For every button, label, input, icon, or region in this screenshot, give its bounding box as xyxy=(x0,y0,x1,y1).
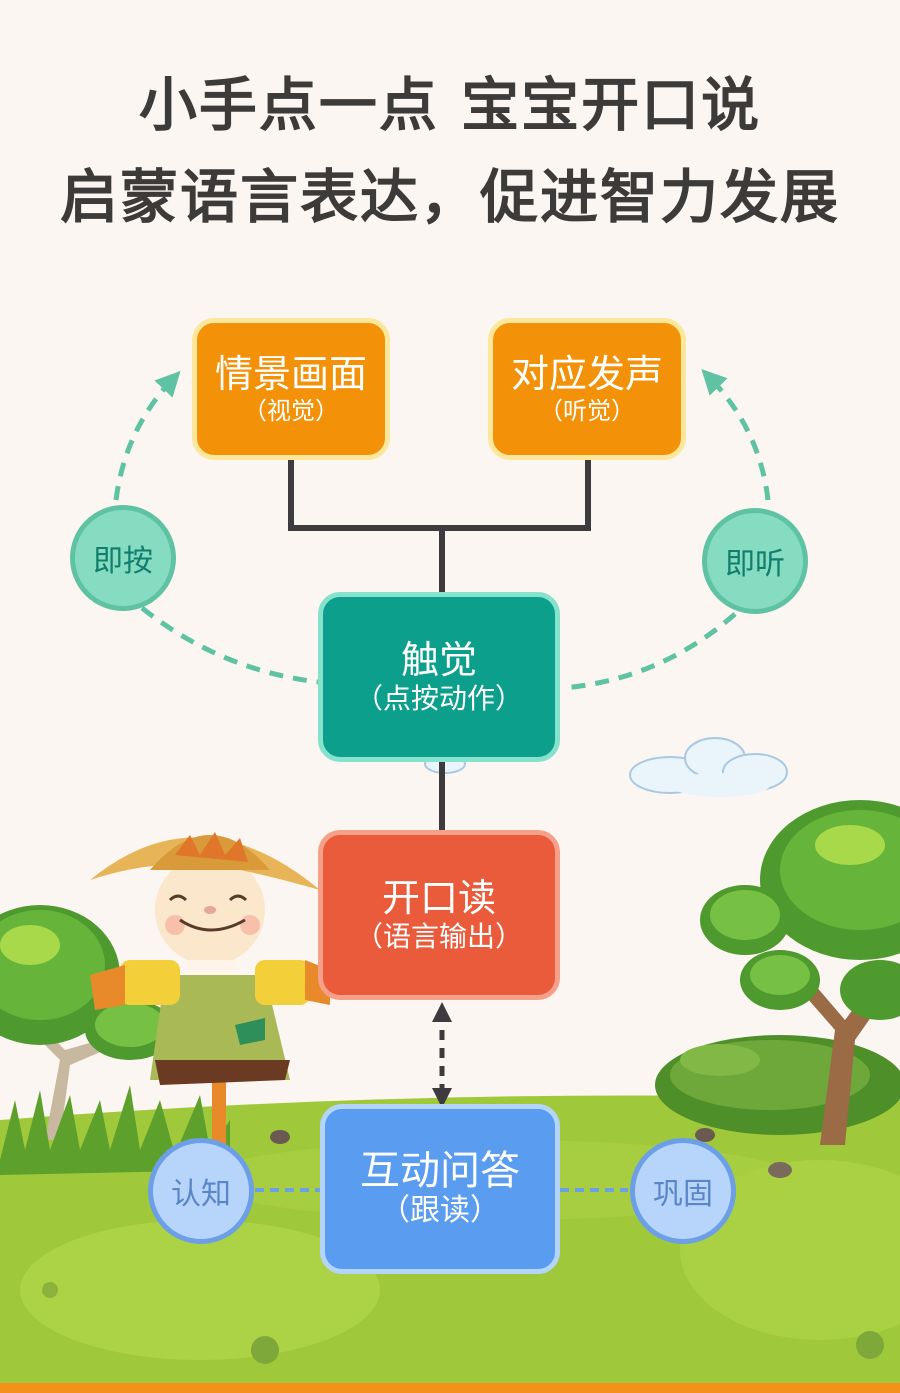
headline-line-1: 小手点一点 宝宝开口说 xyxy=(138,71,762,139)
node-qa-subtitle: （跟读） xyxy=(380,1193,500,1228)
node-touch: 触觉 （点按动作） xyxy=(318,592,560,762)
node-audio-title: 对应发声 xyxy=(510,352,663,396)
node-visual-subtitle: （视觉） xyxy=(243,397,339,425)
node-speak: 开口读 （语言输出） xyxy=(318,830,560,1000)
press-arc-up xyxy=(113,370,181,501)
node-visual-title: 情景画面 xyxy=(214,352,367,396)
circle-consolidate: 巩固 xyxy=(630,1138,736,1244)
node-qa-title: 互动问答 xyxy=(360,1148,520,1194)
node-touch-title: 触觉 xyxy=(400,638,477,682)
scarecrow xyxy=(90,832,330,1150)
node-audio-subtitle: （听觉） xyxy=(539,397,635,425)
circle-listen: 即听 xyxy=(702,508,808,614)
node-qa: 互动问答 （跟读） xyxy=(320,1104,560,1274)
headline-line-2: 启蒙语言表达，促进智力发展 xyxy=(59,163,840,231)
listen-arc-up xyxy=(701,368,771,501)
press-arc-down xyxy=(140,606,319,685)
listen-arc-down xyxy=(561,612,737,691)
bottom-strip xyxy=(0,1383,900,1393)
node-audio: 对应发声 （听觉） xyxy=(488,318,686,460)
node-visual: 情景画面 （视觉） xyxy=(192,318,390,460)
node-touch-subtitle: （点按动作） xyxy=(354,682,523,715)
bracket-connector xyxy=(288,460,591,592)
circle-cognize: 认知 xyxy=(148,1138,254,1244)
circle-press: 即按 xyxy=(70,505,176,611)
node-speak-subtitle: （语言输出） xyxy=(354,920,523,953)
tree-left xyxy=(0,905,175,1140)
cloud xyxy=(629,737,788,797)
tree-right xyxy=(700,800,900,1145)
node-speak-title: 开口读 xyxy=(381,876,496,920)
